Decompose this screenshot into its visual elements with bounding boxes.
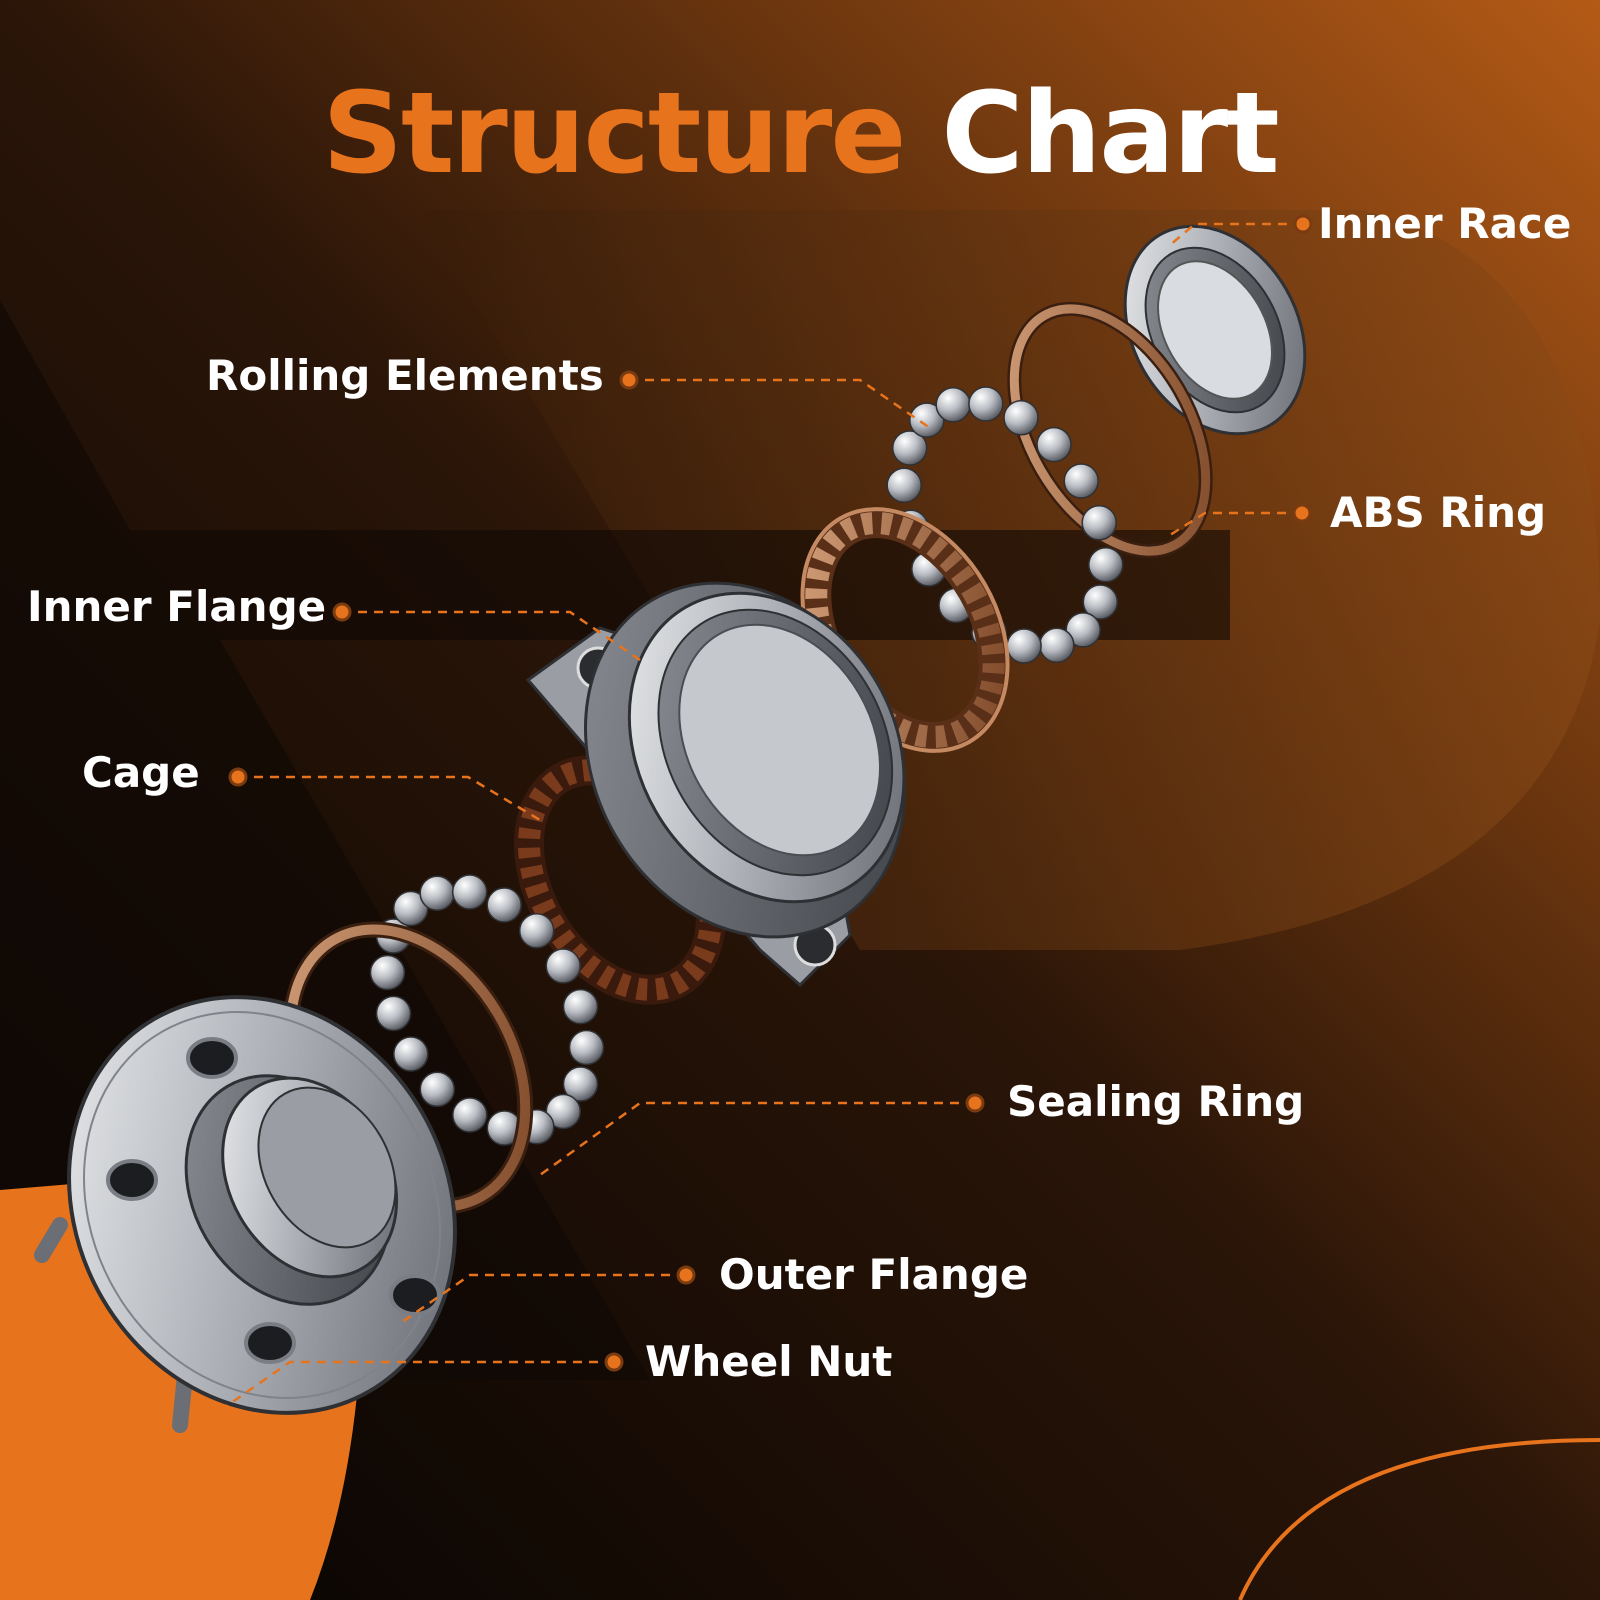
leader-dots [228,214,1313,1372]
label-inner-race: Inner Race [1318,199,1572,248]
leader-lines [194,222,1303,1430]
leader-outer-flange [401,1273,686,1324]
rolling-element-ball [562,1066,599,1102]
rolling-element-ball [375,995,412,1032]
leader-inner-race [1169,222,1303,246]
label-outer-flange: Outer Flange [719,1250,1029,1299]
leader-inner-flange [342,610,641,662]
rolling-element-ball [1082,584,1119,620]
rolling-element-ball [545,1093,582,1130]
label-wheel-nut: Wheel Nut [645,1337,893,1386]
rolling-element-ball [392,890,429,927]
rolling-element-ball [568,1029,605,1066]
rolling-element-ball [486,887,522,923]
rolling-element-ball [886,467,922,503]
leader-cage [238,775,546,825]
outer-flange-part [34,995,457,1433]
title-word-structure: Structure [322,69,906,199]
leader-sealing-ring [539,1101,975,1177]
inner-flange-part [525,581,906,988]
rolling-element-ball [518,912,555,949]
rolling-element-ball [419,1071,456,1108]
rolling-element-ball [1003,400,1039,436]
rolling-element-ball [1036,426,1072,463]
leader-rolling-elements [629,378,931,430]
leader-abs-ring [1169,511,1302,537]
leader-wheel-nut [194,1360,614,1430]
rolling-element-ball [545,948,581,984]
rolling-element-ball [451,874,488,910]
rolling-element-ball [419,875,455,911]
rolling-element-ball [891,430,928,466]
rolling-element-ball [1006,628,1042,664]
label-rolling-elements: Rolling Elements [206,351,604,400]
rolling-element-ball [935,387,971,423]
rolling-element-ball [1065,612,1101,648]
rolling-element-ball [562,988,599,1025]
label-sealing-ring: Sealing Ring [1007,1077,1305,1126]
abs-ring-part [1007,301,1213,559]
rolling-element-ball [452,1097,488,1133]
page-title: Structure Chart [0,78,1600,190]
wheel-nut-part [106,1037,441,1364]
rolling-element-ball [393,1036,429,1072]
rolling-element-ball [1081,505,1117,541]
label-cage: Cage [82,748,200,797]
rolling-element-ball [369,954,406,991]
rolling-element-ball [1088,547,1124,583]
rolling-element-ball [1063,463,1099,499]
title-word-chart: Chart [941,69,1279,199]
rolling-element-ball [1039,627,1075,663]
label-abs-ring: ABS Ring [1330,488,1547,537]
rolling-element-ball [909,402,945,438]
rolling-element-ball [968,386,1004,422]
label-inner-flange: Inner Flange [27,582,327,631]
